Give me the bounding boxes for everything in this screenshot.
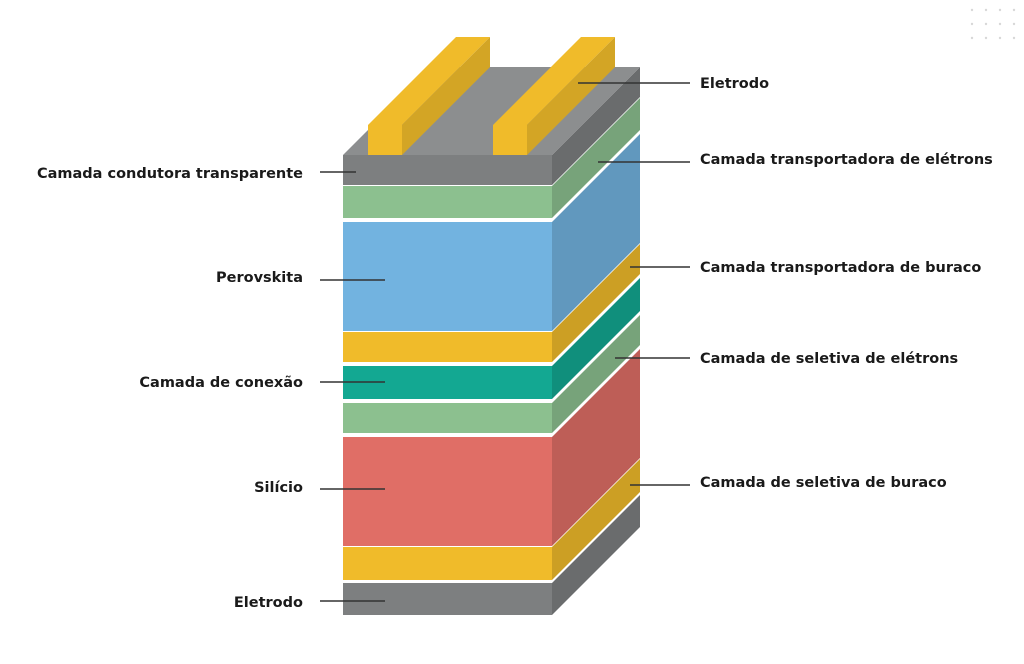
label-perovskite: Perovskita [216,270,303,286]
electron-selective-layer-side [552,315,640,433]
transparent-conductive-layer-front [343,155,552,185]
decorative-dot [1012,22,1016,26]
label-hole-transport-layer: Camada transportadora de buraco [700,260,982,276]
label-silicon: Silício [254,480,303,496]
decorative-dot [984,22,988,26]
electrode-finger-2-front [493,125,527,155]
electrode-finger-1-front [368,125,402,155]
transparent-conductive-layer-side [552,67,640,185]
electrode-finger-1-top [368,37,490,125]
electron-selective-layer-front [343,403,552,433]
electrode-finger-1-side [402,37,490,155]
electron-transport-layer-side [552,98,640,218]
decorative-dot [1012,8,1016,12]
electrode-finger-2-top [493,37,615,125]
label-hole-selective-layer: Camada de seletiva de buraco [700,475,947,491]
label-transparent-conductive-layer: Camada condutora transparente [36,166,303,182]
decorative-dot [984,36,988,40]
decorative-dot [970,22,974,26]
decorative-dot [984,8,988,12]
decorative-dot [1012,36,1016,40]
hole-transport-layer-side [552,244,640,362]
perovskite-layer-front [343,222,552,331]
label-connection-layer: Camada de conexão [139,375,303,391]
connection-layer-side [552,278,640,399]
hole-transport-layer-front [343,332,552,362]
label-electron-transport-layer: Camada transportadora de elétrons [700,152,993,168]
label-electron-selective-layer: Camada de seletiva de elétrons [700,351,959,367]
hole-selective-layer-front [343,547,552,580]
hole-selective-layer-side [552,459,640,580]
electron-transport-layer-front [343,186,552,218]
silicon-layer-side [552,349,640,546]
decorative-dot [998,36,1002,40]
perovskite-layer-side [552,134,640,331]
label-bottom-electrode: Eletrodo [233,595,303,611]
decorative-dot [998,8,1002,12]
electrode-finger-2-side [527,37,615,155]
silicon-layer-front [343,437,552,546]
bottom-electrode-layer-front [343,583,552,615]
decorative-dot [970,36,974,40]
label-top-electrode: Eletrodo [700,76,770,92]
bottom-electrode-layer-side [552,495,640,615]
decorative-dot [970,8,974,12]
decorative-dot [998,22,1002,26]
connection-layer-front [343,366,552,399]
